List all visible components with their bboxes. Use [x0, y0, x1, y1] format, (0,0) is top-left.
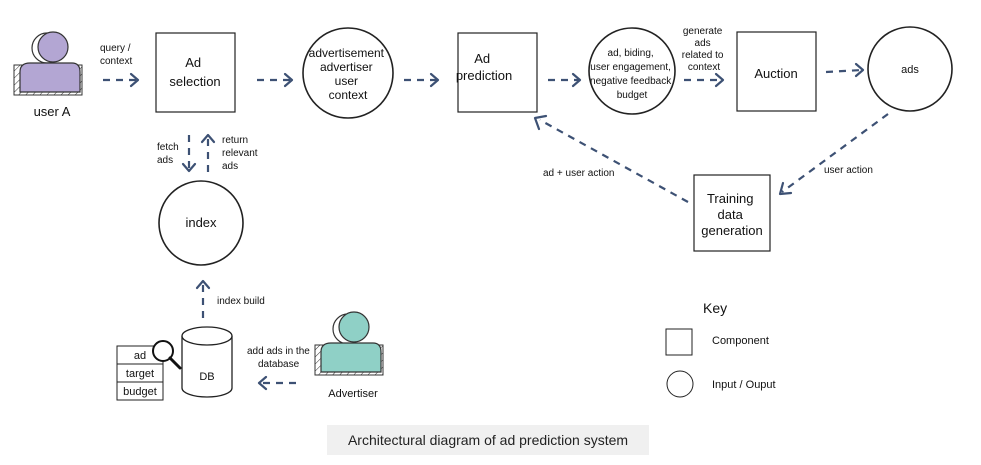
arrow-index-build [195, 279, 211, 318]
ad-selection-label: Ad selection [169, 55, 220, 89]
arrow-add-ads [257, 375, 296, 391]
auction-label: Auction [754, 66, 797, 81]
arrow-generate-ads [684, 72, 725, 88]
arrow-return-ads [200, 133, 216, 172]
arrow-fetch-ads [181, 135, 197, 173]
training-data-box: Training data generation [693, 174, 771, 252]
advertiser-label: Advertiser [328, 388, 378, 400]
edge-label-user-action: user action [824, 165, 873, 176]
db-table-row-budget: budget [123, 386, 157, 398]
ad-selection-box: Ad selection [155, 32, 236, 113]
edge-label-add-ads: add ads in the database [247, 346, 313, 370]
advertiser-icon [314, 311, 384, 376]
arrow-user-action [778, 113, 889, 196]
ad-prediction-label: Ad prediction [456, 51, 512, 83]
arrow-selection-to-features [257, 72, 294, 88]
ad-features-label: advertisement advertiser user context [309, 46, 388, 102]
magnifier-icon [152, 340, 182, 370]
auction-box: Auction [736, 31, 817, 112]
user-a-head [37, 31, 69, 63]
edge-label-return-ads: return relevant ads [222, 135, 260, 172]
ads-label: ads [901, 64, 919, 76]
edge-label-query-context: query / context [100, 43, 133, 67]
edge-label-generate-ads: generate ads related to context [682, 26, 726, 73]
arrow-query-context [103, 72, 140, 88]
ad-features-circle: advertisement advertiser user context [302, 27, 394, 119]
index-circle: index [158, 180, 244, 266]
arrow-prediction-to-inputs [548, 72, 582, 88]
prediction-inputs-circle: ad, biding, user engagement, negative fe… [588, 27, 676, 115]
edge-label-index-build: index build [217, 296, 265, 307]
diagram-caption: Architectural diagram of ad prediction s… [327, 425, 649, 455]
user-a-label: user A [34, 104, 71, 119]
edge-label-fetch-ads: fetch ads [157, 142, 181, 166]
legend-io-swatch [666, 370, 694, 398]
db-cylinder: DB [181, 326, 233, 398]
legend-component-label: Component [712, 335, 769, 347]
legend-title: Key [703, 300, 727, 316]
arrow-features-to-prediction [404, 72, 440, 88]
prediction-inputs-label: ad, biding, user engagement, negative fe… [590, 48, 674, 101]
advertiser-body [320, 342, 382, 373]
training-data-label: Training data generation [701, 191, 762, 238]
ad-prediction-box: Ad prediction [456, 32, 538, 113]
arrow-auction-to-ads [825, 62, 865, 78]
advertiser-head [338, 311, 370, 343]
arrow-ad-user-action [533, 114, 689, 203]
db-label: DB [199, 371, 214, 383]
db-table-row-ad: ad [134, 350, 146, 362]
user-a-body [19, 62, 81, 93]
user-a-icon [13, 31, 83, 96]
index-label: index [185, 215, 217, 230]
legend-io-label: Input / Ouput [712, 379, 776, 391]
legend-component-swatch [665, 328, 693, 356]
edge-label-ad-user-action: ad + user action [543, 168, 614, 179]
db-table-row-target: target [126, 368, 154, 380]
legend: Key Component Input / Ouput [665, 300, 776, 398]
ads-circle: ads [867, 26, 953, 112]
